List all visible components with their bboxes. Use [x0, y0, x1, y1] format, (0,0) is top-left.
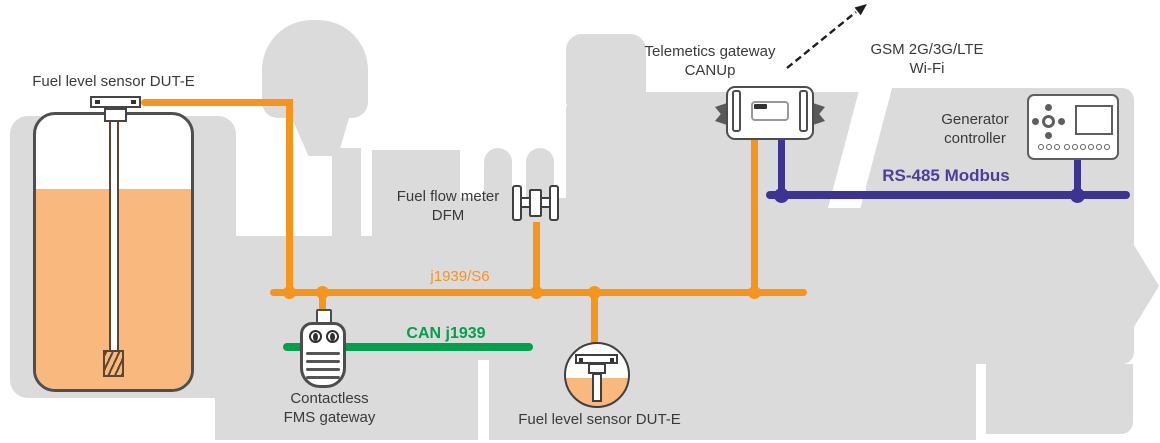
controller-port — [1072, 144, 1078, 150]
genset-silhouette-engine-center — [458, 198, 900, 440]
fms-drop-line — [319, 293, 326, 312]
telemetics-label-line2: CANUp — [684, 62, 736, 79]
canup-connector-dots — [754, 104, 767, 109]
fms-stripe — [306, 352, 340, 355]
bus-junction-dot — [587, 285, 601, 299]
can-j1939-bus-label: CAN j1939 — [406, 325, 486, 342]
dut-bolt — [579, 358, 583, 362]
fms-gateway-label: Contactless FMS gateway — [262, 389, 397, 427]
sensor-bolt — [95, 100, 100, 104]
wireless-uplink-arrow-icon — [786, 4, 867, 69]
dfm-flange — [549, 185, 559, 221]
controller-port — [1080, 144, 1086, 150]
bus-junction-dot — [529, 285, 543, 299]
fms-stripe — [306, 360, 340, 363]
j1939-s6-bus-label: j1939/S6 — [430, 268, 490, 285]
bus-junction-dot — [315, 285, 329, 299]
genset-silhouette-base-right-b — [986, 364, 1133, 434]
engine-fin — [484, 148, 512, 204]
generator-controller-icon — [1027, 94, 1119, 160]
canup-gateway-icon — [715, 86, 814, 140]
genset-silhouette-shaft-nose — [1132, 242, 1159, 330]
dut-rod — [592, 373, 602, 402]
generator-controller-label: Generator controller — [929, 110, 1021, 148]
fms-stripe — [306, 368, 340, 371]
dfm-flow-meter-icon — [512, 182, 559, 224]
dfm-flange — [512, 185, 522, 221]
dut-drop-line — [591, 294, 598, 345]
fms-eye — [309, 330, 322, 343]
rs485-junction-dot — [1070, 187, 1085, 203]
fms-label-line2: FMS gateway — [283, 409, 376, 426]
telemetics-gateway-label: Telemetics gateway CANUp — [628, 42, 792, 80]
telemetics-label-line1: Telemetics gateway — [644, 43, 776, 60]
dpad-dot — [1032, 118, 1039, 125]
controller-port — [1096, 144, 1102, 150]
flow-meter-label-line2: DFM — [431, 207, 465, 224]
controller-drop-line — [1074, 158, 1081, 194]
dfm-drop-line — [533, 222, 540, 292]
genset-silhouette-base-right-a — [880, 364, 976, 440]
controller-port — [1054, 144, 1060, 150]
sensor-probe-spring — [103, 350, 124, 377]
fms-gateway-icon — [299, 309, 349, 389]
fms-eye — [326, 330, 339, 343]
sensor-probe-rod — [109, 121, 119, 353]
dfm-chamber — [529, 189, 542, 217]
gsm-wifi-label: GSM 2G/3G/LTE Wi-Fi — [852, 40, 1002, 78]
fms-stripe — [306, 376, 340, 379]
silhouette-gap-vertical — [478, 360, 489, 440]
bottom-sensor-label: Fuel level sensor DUT-E — [518, 411, 681, 428]
sensor-head-stem — [104, 108, 127, 122]
controller-port — [1088, 144, 1094, 150]
sensor-bolt — [131, 100, 136, 104]
controller-screen — [1075, 105, 1113, 135]
tank-sensor-label: Fuel level sensor DUT-E — [32, 73, 195, 90]
mounting-ear-icon — [715, 103, 727, 125]
controller-label-line1: Generator — [941, 111, 1009, 128]
can-j1939-bus-line — [283, 343, 533, 351]
canup-purple-drop-line — [778, 139, 785, 195]
controller-port — [1064, 144, 1070, 150]
canup-orange-drop-line — [751, 139, 758, 292]
dut-bolt — [610, 358, 614, 362]
dpad-dot — [1045, 132, 1052, 139]
tank-sensor-wire-vertical — [286, 99, 293, 293]
rs485-bus-line — [766, 191, 1130, 199]
tank-sensor-wire-horizontal — [141, 99, 293, 106]
dpad-dot — [1058, 118, 1065, 125]
dpad-ring — [1042, 115, 1055, 128]
gsm-label-line1: GSM 2G/3G/LTE — [870, 41, 984, 58]
controller-port — [1038, 144, 1044, 150]
sensor-head-bar — [90, 96, 141, 108]
flow-meter-label: Fuel flow meter DFM — [386, 187, 510, 225]
canup-end-plate — [732, 90, 741, 132]
bus-junction-dot — [747, 285, 761, 299]
controller-port — [1104, 144, 1110, 150]
gsm-label-line2: Wi-Fi — [909, 60, 945, 77]
fms-body — [300, 322, 346, 388]
rs485-bus-label: RS-485 Modbus — [882, 166, 1010, 185]
controller-port — [1046, 144, 1052, 150]
dpad-dot — [1045, 104, 1052, 111]
fms-label-line1: Contactless — [290, 390, 369, 407]
canup-end-plate — [799, 90, 808, 132]
rs485-junction-dot — [774, 187, 789, 203]
fuel-level-sensor-icon — [564, 342, 630, 408]
bus-junction-dot — [282, 285, 296, 299]
controller-label-line2: controller — [944, 130, 1006, 147]
flow-meter-label-line1: Fuel flow meter — [396, 188, 500, 205]
